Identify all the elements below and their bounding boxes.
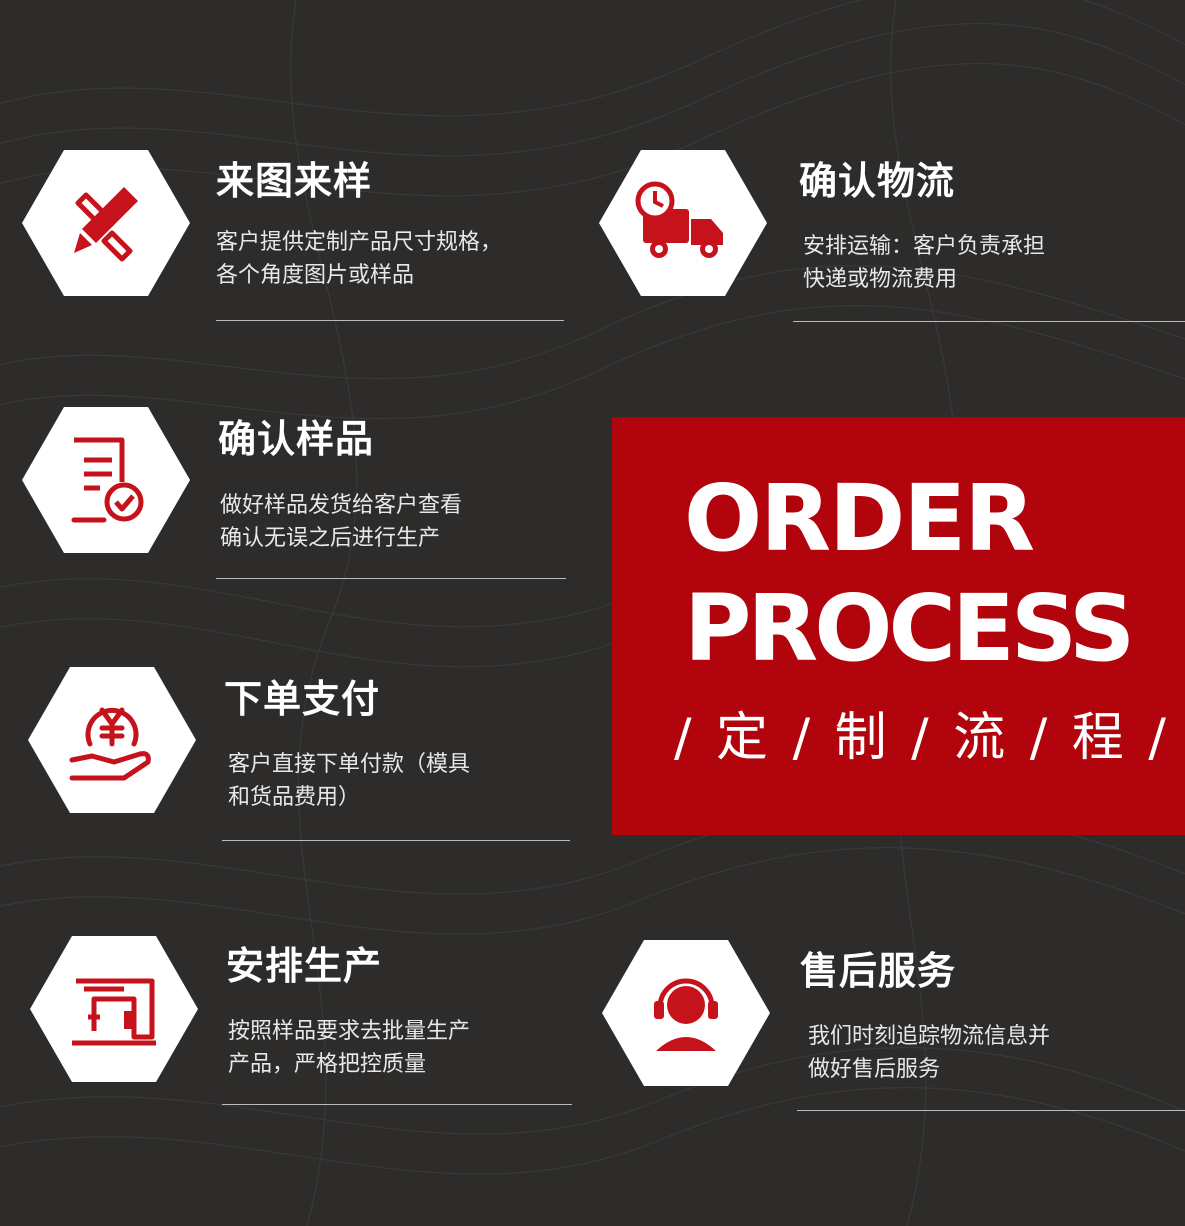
banner-subtitle: / 定 / 制 / 流 / 程 /	[674, 708, 1170, 768]
step-title: 确认样品	[218, 417, 375, 461]
order-process-banner: ORDER PROCESS / 定 / 制 / 流 / 程 /	[612, 417, 1185, 835]
step-title: 来图来样	[216, 159, 373, 203]
step-title: 售后服务	[800, 949, 957, 993]
delivery-truck-clock-icon	[635, 181, 723, 258]
divider	[222, 840, 570, 841]
step-desc-line2: 和货品费用）	[228, 785, 361, 810]
sewing-machine-icon	[72, 978, 156, 1046]
banner-line2: PROCESS	[684, 575, 1135, 682]
step-title: 确认物流	[799, 159, 956, 203]
step-desc-line2: 做好售后服务	[808, 1057, 941, 1082]
step-desc-line2: 各个角度图片或样品	[216, 263, 415, 288]
step-desc-line2: 确认无误之后进行生产	[220, 526, 441, 551]
divider	[797, 1110, 1185, 1111]
step-desc-line1: 做好样品发货给客户查看	[220, 493, 463, 518]
step-desc-line2: 产品，严格把控质量	[228, 1052, 427, 1077]
step-desc-line1: 我们时刻追踪物流信息并	[808, 1024, 1051, 1049]
divider	[222, 1104, 572, 1105]
step-desc-line1: 安排运输：客户负责承担	[803, 234, 1046, 259]
divider	[216, 578, 566, 579]
divider	[216, 320, 564, 321]
banner-line1: ORDER	[684, 465, 1035, 572]
step-desc-line1: 客户直接下单付款（模具	[228, 752, 471, 777]
headset-agent-icon	[654, 978, 718, 1051]
step-title: 下单支付	[224, 677, 381, 721]
pencil-ruler-icon	[74, 187, 138, 262]
step-desc-line2: 快递或物流费用	[803, 267, 958, 292]
divider	[793, 321, 1185, 322]
document-check-icon	[71, 437, 144, 523]
step-desc-line1: 客户提供定制产品尺寸规格，	[216, 230, 503, 255]
yen-coin-hand-icon	[69, 707, 151, 781]
step-desc-line1: 按照样品要求去批量生产	[228, 1019, 471, 1044]
step-title: 安排生产	[226, 944, 383, 988]
